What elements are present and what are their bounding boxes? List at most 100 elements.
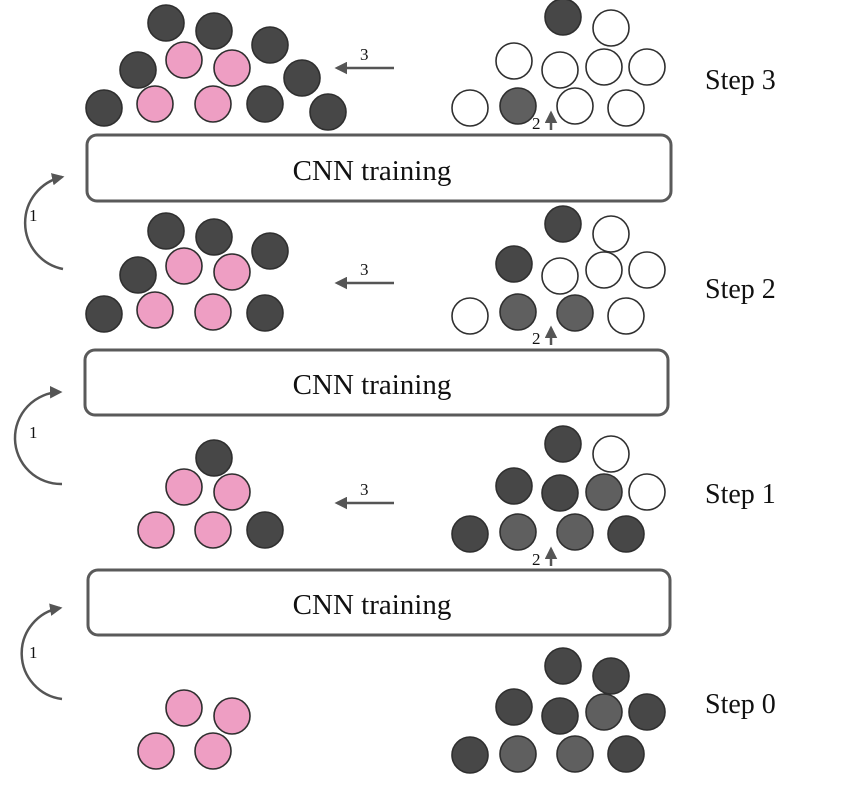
dark-sample-circle bbox=[119, 256, 157, 294]
dark-sample-circle bbox=[451, 736, 489, 774]
medium-sample-circle bbox=[499, 513, 537, 551]
step-1-unlabeled-pool bbox=[451, 425, 666, 553]
unlabeled-sample-circle bbox=[556, 87, 594, 125]
medium-sample-circle bbox=[556, 735, 594, 773]
cnn-training-box-step3: CNN training bbox=[85, 133, 673, 203]
unlabeled-sample-circle bbox=[607, 89, 645, 127]
dark-sample-circle bbox=[451, 515, 489, 553]
labeled-sample-circle bbox=[165, 247, 203, 285]
labeled-sample-circle bbox=[213, 697, 251, 735]
unlabeled-sample-circle bbox=[592, 9, 630, 47]
unlabeled-sample-circle bbox=[541, 257, 579, 295]
unlabeled-sample-circle bbox=[495, 42, 533, 80]
labeled-sample-circle bbox=[136, 85, 174, 123]
dark-sample-circle bbox=[195, 439, 233, 477]
dark-sample-circle bbox=[544, 647, 582, 685]
transfer-arrow-step2: 3 bbox=[334, 260, 394, 290]
step-2-unlabeled-pool bbox=[451, 205, 666, 335]
medium-sample-circle bbox=[499, 293, 537, 331]
transfer-arrow-step3: 3 bbox=[334, 45, 394, 75]
unlabeled-sample-circle bbox=[628, 48, 666, 86]
step-3-label: Step 3 bbox=[705, 65, 776, 96]
unlabeled-sample-circle bbox=[451, 297, 489, 335]
labeled-sample-circle bbox=[165, 689, 203, 727]
dark-sample-circle bbox=[246, 85, 284, 123]
labeled-sample-circle bbox=[194, 85, 232, 123]
dark-sample-circle bbox=[607, 735, 645, 773]
labeled-sample-circle bbox=[213, 49, 251, 87]
medium-sample-circle bbox=[499, 87, 537, 125]
prediction-arrow-step2: 2 bbox=[532, 325, 558, 348]
sample-circles bbox=[85, 0, 666, 774]
loop-arrow-step0: 1 bbox=[20, 603, 63, 701]
labeled-sample-circle bbox=[136, 291, 174, 329]
medium-sample-circle bbox=[556, 294, 594, 332]
loop-arrow-number: 1 bbox=[29, 206, 38, 225]
dark-sample-circle bbox=[147, 4, 185, 42]
labeled-sample-circle bbox=[137, 732, 175, 770]
prediction-arrow-number: 2 bbox=[532, 550, 541, 569]
step-0-unlabeled-pool bbox=[451, 647, 666, 774]
step-2-label: Step 2 bbox=[705, 274, 776, 305]
dark-sample-circle bbox=[541, 697, 579, 735]
labeled-sample-circle bbox=[213, 473, 251, 511]
step-3-unlabeled-pool bbox=[451, 0, 666, 127]
loop-arrow-number: 1 bbox=[29, 423, 38, 442]
dark-sample-circle bbox=[309, 93, 347, 131]
dark-sample-circle bbox=[251, 26, 289, 64]
labeled-sample-circle bbox=[194, 732, 232, 770]
dark-sample-circle bbox=[246, 294, 284, 332]
labeled-sample-circle bbox=[165, 41, 203, 79]
dark-sample-circle bbox=[85, 295, 123, 333]
cnn-training-box-step2: CNN training bbox=[83, 348, 670, 417]
medium-sample-circle bbox=[585, 473, 623, 511]
dark-sample-circle bbox=[251, 232, 289, 270]
dark-sample-circle bbox=[628, 693, 666, 731]
dark-sample-circle bbox=[85, 89, 123, 127]
unlabeled-sample-circle bbox=[451, 89, 489, 127]
step-3-labeled-pool bbox=[85, 4, 347, 131]
dark-sample-circle bbox=[119, 51, 157, 89]
prediction-arrow-step1: 2 bbox=[532, 546, 558, 569]
loop-arrow-step2: 1 bbox=[23, 173, 65, 271]
loop-arrow-step1: 1 bbox=[13, 385, 63, 486]
unlabeled-sample-circle bbox=[628, 251, 666, 289]
labeled-sample-circle bbox=[137, 511, 175, 549]
unlabeled-sample-circle bbox=[541, 51, 579, 89]
transfer-arrow-number: 3 bbox=[360, 480, 369, 499]
prediction-arrow-number: 2 bbox=[532, 329, 541, 348]
unlabeled-sample-circle bbox=[585, 251, 623, 289]
unlabeled-sample-circle bbox=[592, 435, 630, 473]
dark-sample-circle bbox=[283, 59, 321, 97]
cnn-training-label: CNN training bbox=[293, 155, 452, 187]
dark-sample-circle bbox=[495, 688, 533, 726]
dark-sample-circle bbox=[607, 515, 645, 553]
dark-sample-circle bbox=[544, 0, 582, 36]
dark-sample-circle bbox=[495, 245, 533, 283]
dark-sample-circle bbox=[195, 12, 233, 50]
dark-sample-circle bbox=[592, 657, 630, 695]
dark-sample-circle bbox=[147, 212, 185, 250]
loop-arrow-number: 1 bbox=[29, 643, 38, 662]
cnn-training-label: CNN training bbox=[293, 589, 452, 621]
transfer-arrow-number: 3 bbox=[360, 45, 369, 64]
dark-sample-circle bbox=[544, 425, 582, 463]
cnn-training-box-step1: CNN training bbox=[86, 568, 672, 637]
step-1-label: Step 1 bbox=[705, 479, 776, 510]
medium-sample-circle bbox=[585, 693, 623, 731]
labeled-sample-circle bbox=[165, 468, 203, 506]
labeled-sample-circle bbox=[213, 253, 251, 291]
dark-sample-circle bbox=[495, 467, 533, 505]
unlabeled-sample-circle bbox=[592, 215, 630, 253]
unlabeled-sample-circle bbox=[607, 297, 645, 335]
dark-sample-circle bbox=[541, 474, 579, 512]
medium-sample-circle bbox=[556, 513, 594, 551]
unlabeled-sample-circle bbox=[585, 48, 623, 86]
dark-sample-circle bbox=[246, 511, 284, 549]
step-0-labeled-pool bbox=[137, 689, 251, 770]
transfer-arrow-step1: 3 bbox=[334, 480, 394, 510]
medium-sample-circle bbox=[499, 735, 537, 773]
prediction-arrow-step3: 2 bbox=[532, 110, 558, 133]
prediction-arrow-number: 2 bbox=[532, 114, 541, 133]
